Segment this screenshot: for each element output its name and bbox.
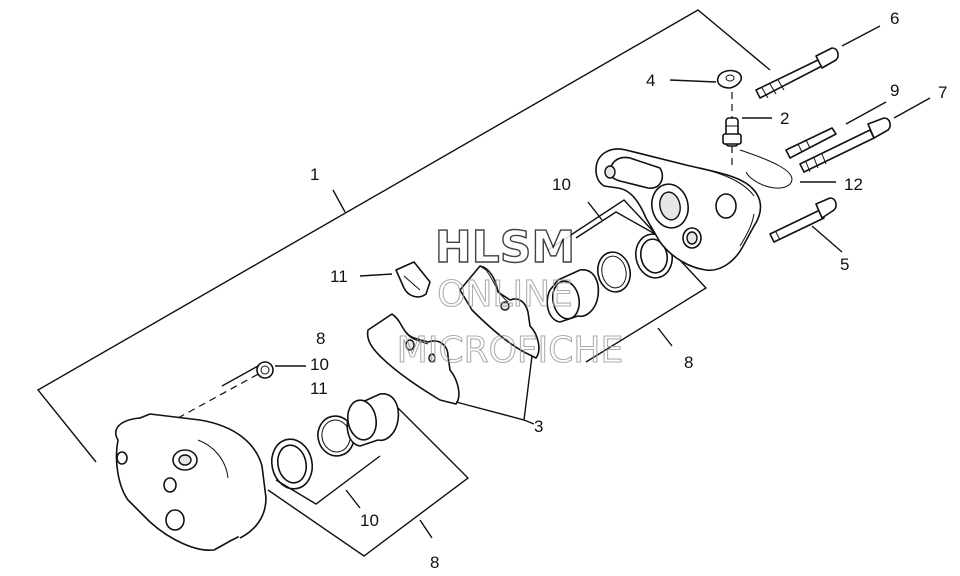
lower-piston — [346, 393, 400, 447]
inner-caliper-half — [595, 148, 762, 272]
lower-seal-ring — [270, 438, 314, 490]
dash-to-cap — [221, 365, 259, 387]
callout-11-left: 11 — [310, 379, 328, 398]
centerline-1 — [177, 371, 263, 419]
leader-8b — [657, 327, 673, 347]
bolt-7 — [799, 117, 891, 173]
brake-pad-outer — [366, 313, 460, 405]
callout-11-pad-spring: 11 — [330, 267, 348, 286]
callout-9: 9 — [890, 81, 899, 100]
leader-9 — [845, 101, 887, 125]
mounting-pin-9 — [785, 127, 837, 159]
callout-10-upper: 10 — [552, 175, 571, 194]
bleeder-valve — [722, 117, 742, 147]
o-ring-12 — [739, 149, 793, 189]
brake-pad-inner — [459, 265, 540, 359]
callout-8-upper: 8 — [684, 353, 693, 372]
callout-1: 1 — [310, 165, 319, 184]
callout-7: 7 — [938, 83, 947, 102]
leader-4 — [669, 79, 717, 83]
pad-spring — [395, 261, 431, 298]
bolt-6 — [755, 47, 839, 99]
bleeder-cap — [256, 361, 274, 379]
leader-10a — [345, 489, 361, 509]
watermark-line-1: HLSM — [435, 222, 575, 273]
watermark: HLSM ONLINE MICROFICHE — [396, 221, 624, 371]
leader-1 — [332, 189, 346, 213]
callout-4: 4 — [646, 71, 655, 90]
leader-10b — [587, 201, 603, 221]
watermark-line-3: MICROFICHE — [397, 330, 623, 371]
leader-3 — [523, 419, 535, 425]
leader-8a — [419, 519, 433, 539]
callout-2: 2 — [780, 109, 789, 128]
upper-piston — [546, 269, 600, 323]
bleeder-dust-cap — [716, 69, 743, 89]
callout-5: 5 — [840, 255, 849, 274]
leader-11a — [359, 273, 393, 277]
callout-10-lower: 10 — [360, 511, 379, 530]
bolt-5 — [769, 197, 837, 243]
assembly-bracket-8-lower — [267, 407, 470, 557]
callout-10-left: 10 — [310, 355, 329, 374]
leader-7 — [893, 97, 931, 119]
callout-8-lower: 8 — [430, 553, 439, 572]
leader-5 — [811, 225, 843, 253]
assembly-bracket-1 — [36, 9, 771, 463]
callout-12: 12 — [844, 175, 863, 194]
assembly-bracket-10-lower — [275, 455, 381, 505]
outer-caliper-half — [115, 413, 267, 551]
upper-dust-seal — [597, 251, 631, 293]
callout-6: 6 — [890, 9, 899, 28]
leader-6 — [841, 25, 881, 47]
callout-3: 3 — [534, 417, 543, 436]
callout-8-left: 8 — [316, 329, 325, 348]
watermark-line-2: ONLINE — [437, 274, 573, 315]
